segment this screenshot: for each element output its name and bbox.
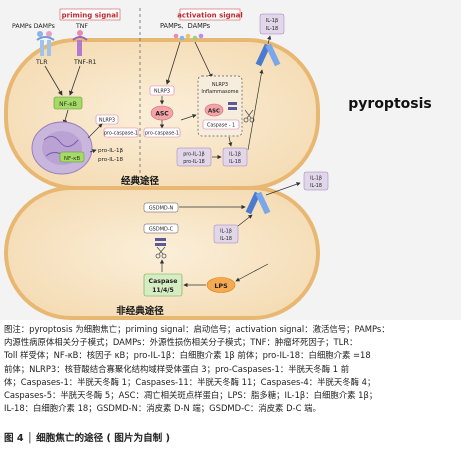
tnf-r1-label: TNF-R1 (73, 59, 96, 66)
nfkb-label: NF-κB (59, 101, 77, 108)
caption-line: IL-18：白细胞介素 18；GSDMD-N：消皮素 D-N 端；GSDMD-C… (4, 403, 321, 414)
gsdmd-c-box (143, 223, 179, 234)
il1b-top-label: IL-1β (266, 18, 278, 24)
pamps-damps-right-label: PAMPs、DAMPs (160, 22, 211, 30)
pro-caspase1-mid-label: pro-caspase-1 (145, 131, 179, 137)
nlrp3-left-box (95, 114, 119, 125)
il1b-lower-label: IL-1β (220, 229, 232, 235)
pyroptosis-label: pyroptosis (348, 96, 431, 112)
pamp-cluster-icon (173, 33, 204, 41)
caption-line: 前体；NLRP3：核苷酸结合寡聚化结构域样受体蛋白 3；pro-Caspases… (4, 363, 350, 374)
inflammasome-asc-label: ASC (208, 109, 220, 115)
priming-signal-label: priming signal (62, 12, 119, 20)
gsdmd-c-label: GSDMD-C (149, 227, 174, 233)
gsdmd-scissors-icon (155, 246, 167, 259)
tlr-receptor-icon (36, 36, 55, 56)
inflammasome-caspase-box (202, 119, 240, 130)
classic-pathway-label: 经典途径 (121, 175, 160, 187)
figure-caption: 图注：pyroptosis 为细胞焦亡；priming signal：启动信号；… (4, 323, 458, 415)
nfkb-nucleus-label: NF-κB (64, 156, 81, 162)
gasdermin-fragment-icon (228, 102, 237, 110)
il1b-right-label: IL-1β (229, 152, 241, 158)
caption-line: 图注：pyroptosis 为细胞焦亡；priming signal：启动信号；… (4, 324, 390, 334)
il-right-box (222, 147, 248, 167)
il18-right-label: IL-18 (229, 159, 241, 165)
caption-line: 内源性病原体相关分子模式；DAMPs：外源性损伤相关分子模式；TNF：肿瘤坏死因… (4, 337, 358, 348)
pro-il1b-right-label: pro-IL-1β (183, 152, 205, 158)
lps-label: LPS (214, 282, 228, 290)
tlr-label: TLR (35, 59, 48, 66)
pro-il-right-box (176, 147, 212, 167)
caption-line: 体；Caspases-1：半胱天冬酶 1；Caspases-11：半胱天冬酶 1… (4, 376, 376, 387)
pro-caspase1-left-label: pro-caspase-1 (104, 131, 138, 137)
pro-il18-label: pro-IL-18 (98, 157, 124, 163)
nlrp3-left-label: NLRP3 (99, 118, 115, 124)
inflammasome-caspase-label: Caspase - 1 (207, 123, 235, 129)
nfkb-box (53, 96, 83, 110)
tnf-r1-receptor-icon (72, 36, 88, 56)
caption-line: Caspases-5：半胱天冬酶 5；ASC：凋亡相关斑点样蛋白；LPS：脂多糖… (4, 390, 378, 401)
pyroptosis-pathway-diagram: priming signal activation signal PAMPs D… (0, 0, 461, 320)
il-lower-out-box (303, 171, 329, 191)
pro-il1b-label: pro-IL-1β (98, 148, 124, 154)
lps-icon (206, 277, 236, 293)
pro-il18-right-label: pro-IL-18 (183, 159, 205, 165)
activation-signal-label: activation signal (177, 12, 243, 20)
gsdmd-fragment-icon (155, 238, 166, 246)
il-lower-box (213, 224, 239, 244)
membrane-pore-upper-icon (255, 43, 281, 67)
nlrp3-mid-label: NLRP3 (154, 89, 170, 95)
caspase-line2-label: 11/4/5 (152, 287, 174, 294)
inflammasome-nlrp3-label: NLRP3 (212, 82, 228, 88)
il18-top-label: IL-18 (266, 26, 278, 32)
caption-line: Toll 样受体；NF-κB：核因子 κB；pro-IL-1β：白细胞介素 1β… (4, 350, 371, 361)
gsdmd-n-box (143, 202, 179, 213)
nonclassic-pathway-label: 非经典途径 (116, 305, 164, 317)
pamps-damps-left-label: PAMPs DAMPs (12, 23, 55, 30)
inflammasome-label: Inflammasome (201, 89, 238, 95)
pamp-ligand-icon (37, 30, 83, 37)
nucleus-icon (31, 121, 93, 175)
inflammasome-asc-icon (204, 103, 224, 117)
il1b-lower-out-label: IL-1β (310, 176, 322, 182)
caspase-line1-label: Caspase (149, 278, 178, 285)
pro-caspase1-mid-box (143, 127, 181, 138)
gsdmd-n-label: GSDMD-N (149, 206, 174, 212)
asc-mid-label: ASC (155, 111, 169, 118)
figure-title: 图 4 │ 细胞焦亡的途径 ( 图片为自制 ) (4, 433, 170, 444)
tnf-label: TNF (75, 23, 88, 30)
il18-lower-out-label: IL-18 (310, 183, 322, 189)
cleavage-scissors-icon (243, 109, 255, 123)
caspase-11-4-5-box (143, 273, 183, 297)
il-top-box (259, 13, 285, 35)
membrane-pore-lower-icon (245, 191, 271, 215)
il18-lower-label: IL-18 (220, 236, 232, 242)
pro-caspase1-left-box (103, 127, 139, 138)
nlrp3-mid-box (149, 85, 175, 96)
